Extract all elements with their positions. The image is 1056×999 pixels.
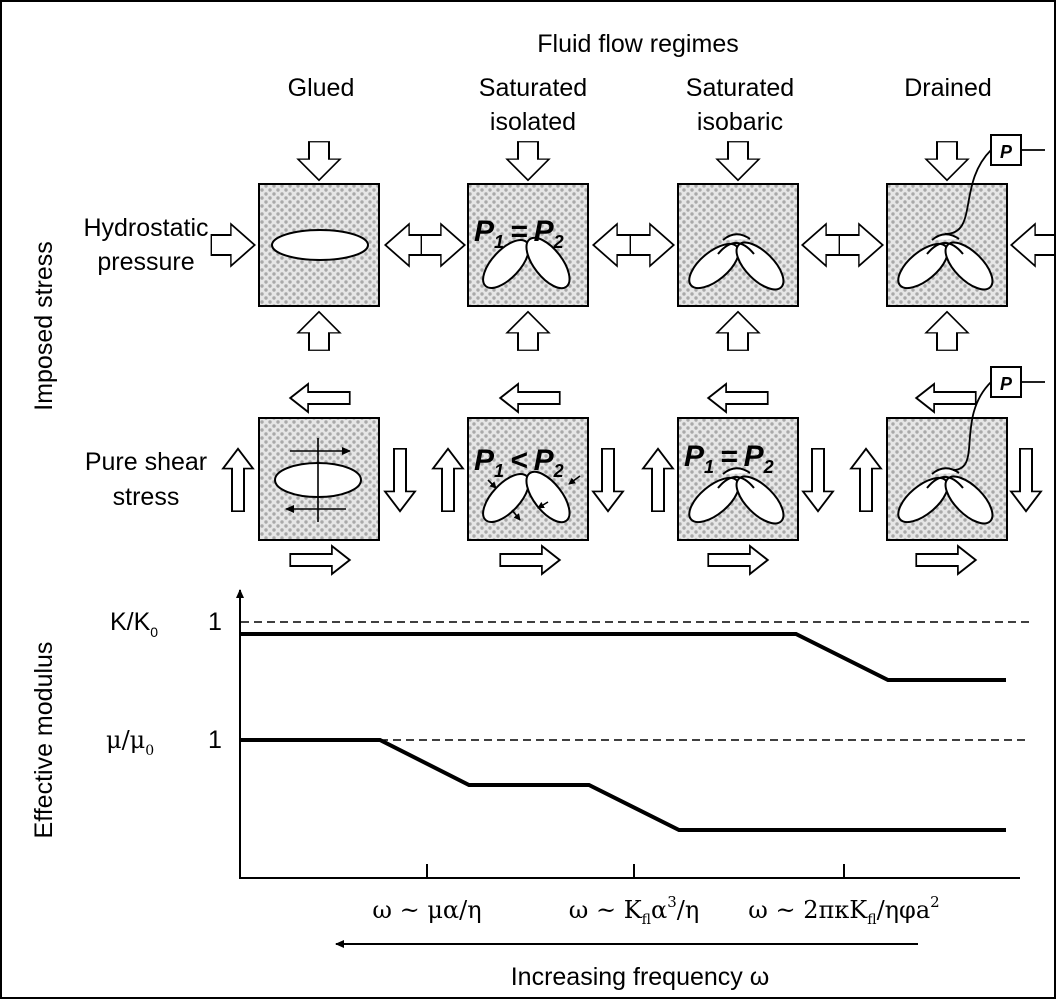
shear-label-2: stress <box>113 483 180 511</box>
k-reference-value: 1 <box>208 608 222 636</box>
hydro-box-drained <box>886 149 1008 307</box>
hydrostatic-label-1: Hydrostatic <box>83 214 208 242</box>
mu-series-label: μ/μ0 <box>106 726 154 759</box>
hydro-box-glued <box>258 183 380 307</box>
hydrostatic-label-2: pressure <box>97 248 194 276</box>
x-tick-label-3: ω ~ 2πκKfl/ηφa2 <box>748 893 939 928</box>
modulus-chart: Effective modulus K/K0 1 μ/μ0 1 ω ~ μα/η… <box>30 589 1030 991</box>
shear-box-glued <box>258 417 380 541</box>
column-saturated-isolated-2: isolated <box>490 108 576 136</box>
shear-box-isolated <box>467 417 589 541</box>
k-modulus-curve <box>241 632 1006 682</box>
column-saturated-isolated-1: Saturated <box>479 74 587 102</box>
hydro-isolated-equation: P1=P2 <box>474 215 564 252</box>
svg-text:P: P <box>1000 142 1013 162</box>
shear-box-drained <box>886 381 1008 541</box>
imposed-stress-label: Imposed stress <box>30 241 58 411</box>
y-axis-label: Effective modulus <box>30 642 58 839</box>
svg-text:P: P <box>1000 374 1013 394</box>
diagram-title: Fluid flow regimes <box>537 30 738 58</box>
column-saturated-isobaric-1: Saturated <box>686 74 794 102</box>
x-tick-label-2: ω ~ Kflα3/η <box>569 893 699 928</box>
mu-reference-value: 1 <box>208 726 222 754</box>
shear-isolated-equation: P1<P2 <box>474 444 564 481</box>
shear-box-isobaric <box>677 417 799 541</box>
column-saturated-isobaric-2: isobaric <box>697 108 783 136</box>
x-tick-label-1: ω ~ μα/η <box>372 896 481 924</box>
x-axis-label: Increasing frequency ω <box>511 963 770 991</box>
k-series-label: K/K0 <box>110 608 158 640</box>
mu-modulus-curve <box>241 738 1006 832</box>
hydro-box-isobaric <box>677 183 799 307</box>
column-drained: Drained <box>904 74 992 102</box>
shear-isobaric-equation: P1=P2 <box>684 440 774 477</box>
hydro-box-isolated <box>467 183 589 307</box>
gauge-hydro: P <box>990 134 1045 166</box>
shear-label-1: Pure shear <box>85 448 207 476</box>
gauge-shear: P <box>990 366 1045 398</box>
column-glued: Glued <box>288 74 355 102</box>
